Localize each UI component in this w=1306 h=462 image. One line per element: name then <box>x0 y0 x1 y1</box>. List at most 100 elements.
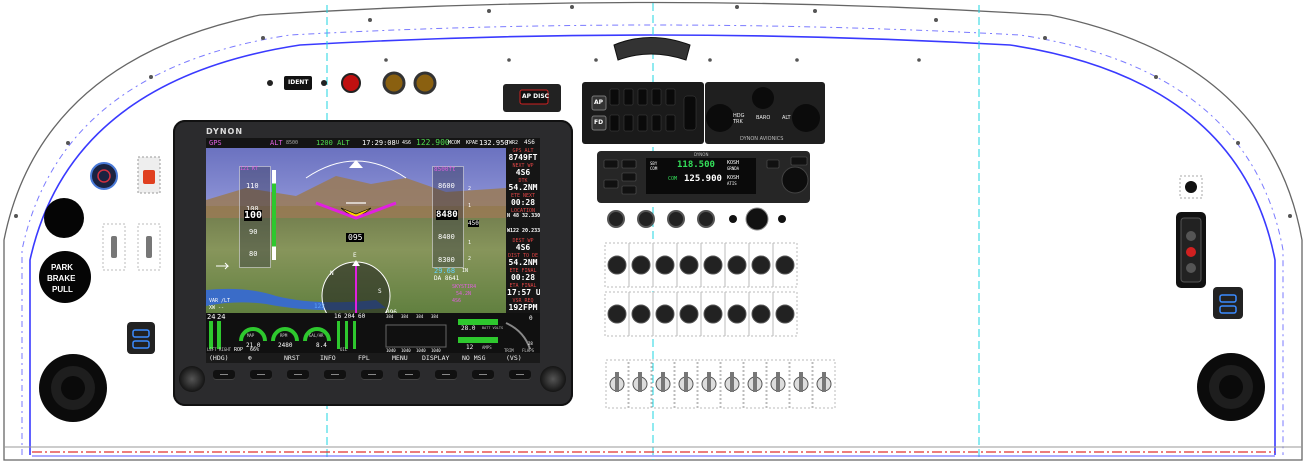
sidebar-value: N 48 32.330 <box>507 213 540 219</box>
circuit-breaker[interactable] <box>775 255 795 275</box>
map-label: MAP <box>247 333 255 338</box>
volts-label: BATT VOLTS <box>482 326 504 330</box>
dimmer-knob[interactable] <box>745 207 769 231</box>
pfd-area[interactable]: 110 100 90 80 100 121 KT 122 VAR /LT XW … <box>206 148 506 313</box>
efis-softkey-button[interactable] <box>472 370 494 380</box>
sidebar-value: 54.2NM <box>508 183 538 192</box>
circuit-breaker[interactable] <box>703 255 723 275</box>
efis-screen[interactable]: GPS ALT 8500 1200 ALT 17:29:08 U 4S6 122… <box>206 138 540 363</box>
alt-current: 8480 <box>436 210 458 220</box>
cht-1: 384 <box>386 314 394 319</box>
annunciator-amber-2 <box>413 71 437 95</box>
circuit-breaker[interactable] <box>775 304 795 324</box>
density-alt: DA 8641 <box>434 275 460 282</box>
efis-softkey-button[interactable] <box>435 370 457 380</box>
circuit-breaker[interactable] <box>751 304 771 324</box>
terrain-mountains <box>206 176 506 218</box>
circuit-breaker[interactable] <box>751 255 771 275</box>
circuit-breaker[interactable] <box>607 304 627 324</box>
autopilot-mode-buttons[interactable] <box>609 88 697 132</box>
usb-port-right[interactable] <box>1213 287 1243 319</box>
topbar-tz: U <box>396 140 400 146</box>
baro-knob[interactable] <box>752 87 774 109</box>
circuit-breaker[interactable] <box>679 255 699 275</box>
efis-softkey-button[interactable] <box>398 370 420 380</box>
com-active-freq: 118.500 <box>677 160 715 170</box>
toggle-switch-left-1[interactable] <box>102 223 126 271</box>
efis-softkey-button[interactable] <box>213 370 235 380</box>
panel-inner-dashed-line <box>21 24 1284 455</box>
topbar-stby[interactable]: 132.950 <box>479 139 509 147</box>
circuit-breaker-row[interactable] <box>607 210 715 228</box>
com-keys[interactable] <box>603 156 808 195</box>
toggle-switches-row[interactable] <box>605 359 836 409</box>
fp-line-1: SKYSTIR4 <box>452 284 477 290</box>
com-tuning-knob[interactable] <box>781 166 809 194</box>
circuit-breaker[interactable] <box>631 304 651 324</box>
right-small-switch[interactable] <box>1179 175 1203 199</box>
topbar-com[interactable]: 122.900 <box>416 138 450 147</box>
usb-port-left[interactable] <box>127 322 155 354</box>
efis-right-knob[interactable] <box>540 366 566 392</box>
ff-value: 8.4 <box>316 342 327 349</box>
softkey-labels: (HDG) ⊕ NRST INFO FPL MENU DISPLAY NO MS… <box>206 353 540 363</box>
efis-softkey-button[interactable] <box>324 370 346 380</box>
ident-label: IDENT <box>288 79 309 86</box>
circuit-breaker[interactable] <box>631 255 651 275</box>
vs-2: 1 <box>468 203 472 209</box>
circuit-breaker[interactable] <box>703 304 723 324</box>
egt-4: 1040 <box>431 348 441 353</box>
alt-tick-1: 8600 <box>438 182 455 190</box>
toggle-lever <box>776 372 780 392</box>
circuit-breaker[interactable] <box>727 304 747 324</box>
ap-label: AP <box>594 99 604 106</box>
fp-line-2: 54.2N <box>456 291 472 297</box>
aircraft-symbol <box>340 207 372 219</box>
alt-knob[interactable] <box>792 104 820 132</box>
breaker-cell <box>772 291 798 337</box>
ap-button[interactable] <box>591 95 607 111</box>
circuit-breaker[interactable] <box>655 304 675 324</box>
breakers-grid[interactable] <box>604 242 798 337</box>
circuit-breaker[interactable] <box>655 255 675 275</box>
pct-value: 66% <box>250 347 260 353</box>
efis-left-knob[interactable] <box>179 366 205 392</box>
hdg-mark-n: N <box>330 270 334 277</box>
efis-brand-logo: DYNON <box>206 127 244 136</box>
vs-4: 2 <box>468 256 472 262</box>
brake-label: BRAKE <box>47 274 76 283</box>
efis-softkey-button[interactable] <box>250 370 272 380</box>
vs-box: 450 <box>468 220 479 227</box>
trim-label: TRIM <box>504 348 514 353</box>
baro-setting: 29.68 <box>434 267 456 275</box>
ident-button[interactable] <box>284 76 312 90</box>
toggle-cell <box>743 359 767 409</box>
park-brake-knob[interactable] <box>39 251 91 303</box>
com-active-id: KOSH <box>727 160 740 166</box>
toggle-lever <box>615 372 619 392</box>
glareshield-handle[interactable] <box>613 37 691 61</box>
fd-button[interactable] <box>591 115 607 131</box>
efis-softkey-button[interactable] <box>509 370 531 380</box>
topbar-xpdr[interactable]: 1200 ALT <box>316 139 350 147</box>
cht-4: 384 <box>431 314 439 319</box>
com-standby-id: KOSH <box>727 175 740 181</box>
sidebar-value: 4S6 <box>515 243 531 252</box>
toggle-cell <box>766 359 790 409</box>
efis-softkey-button[interactable] <box>287 370 309 380</box>
hdg-knob[interactable] <box>706 104 734 132</box>
com-active-id2: GRNDA <box>727 166 740 171</box>
toggle-switch-left-2[interactable] <box>137 223 161 271</box>
circuit-breaker[interactable] <box>607 255 627 275</box>
sidebar-value: 4S6 <box>515 168 531 177</box>
left-round-knob[interactable] <box>44 198 84 238</box>
softkey-6: MENU <box>392 354 408 362</box>
tas-value: 122 <box>314 303 325 310</box>
efis-softkey-button[interactable] <box>361 370 383 380</box>
slip-indicator <box>349 160 363 168</box>
softkey-2: ⊕ <box>248 354 252 362</box>
circuit-breaker[interactable] <box>679 304 699 324</box>
sidebar-label: GPS ALT <box>512 148 534 154</box>
toggle-cell <box>812 359 836 409</box>
circuit-breaker[interactable] <box>727 255 747 275</box>
